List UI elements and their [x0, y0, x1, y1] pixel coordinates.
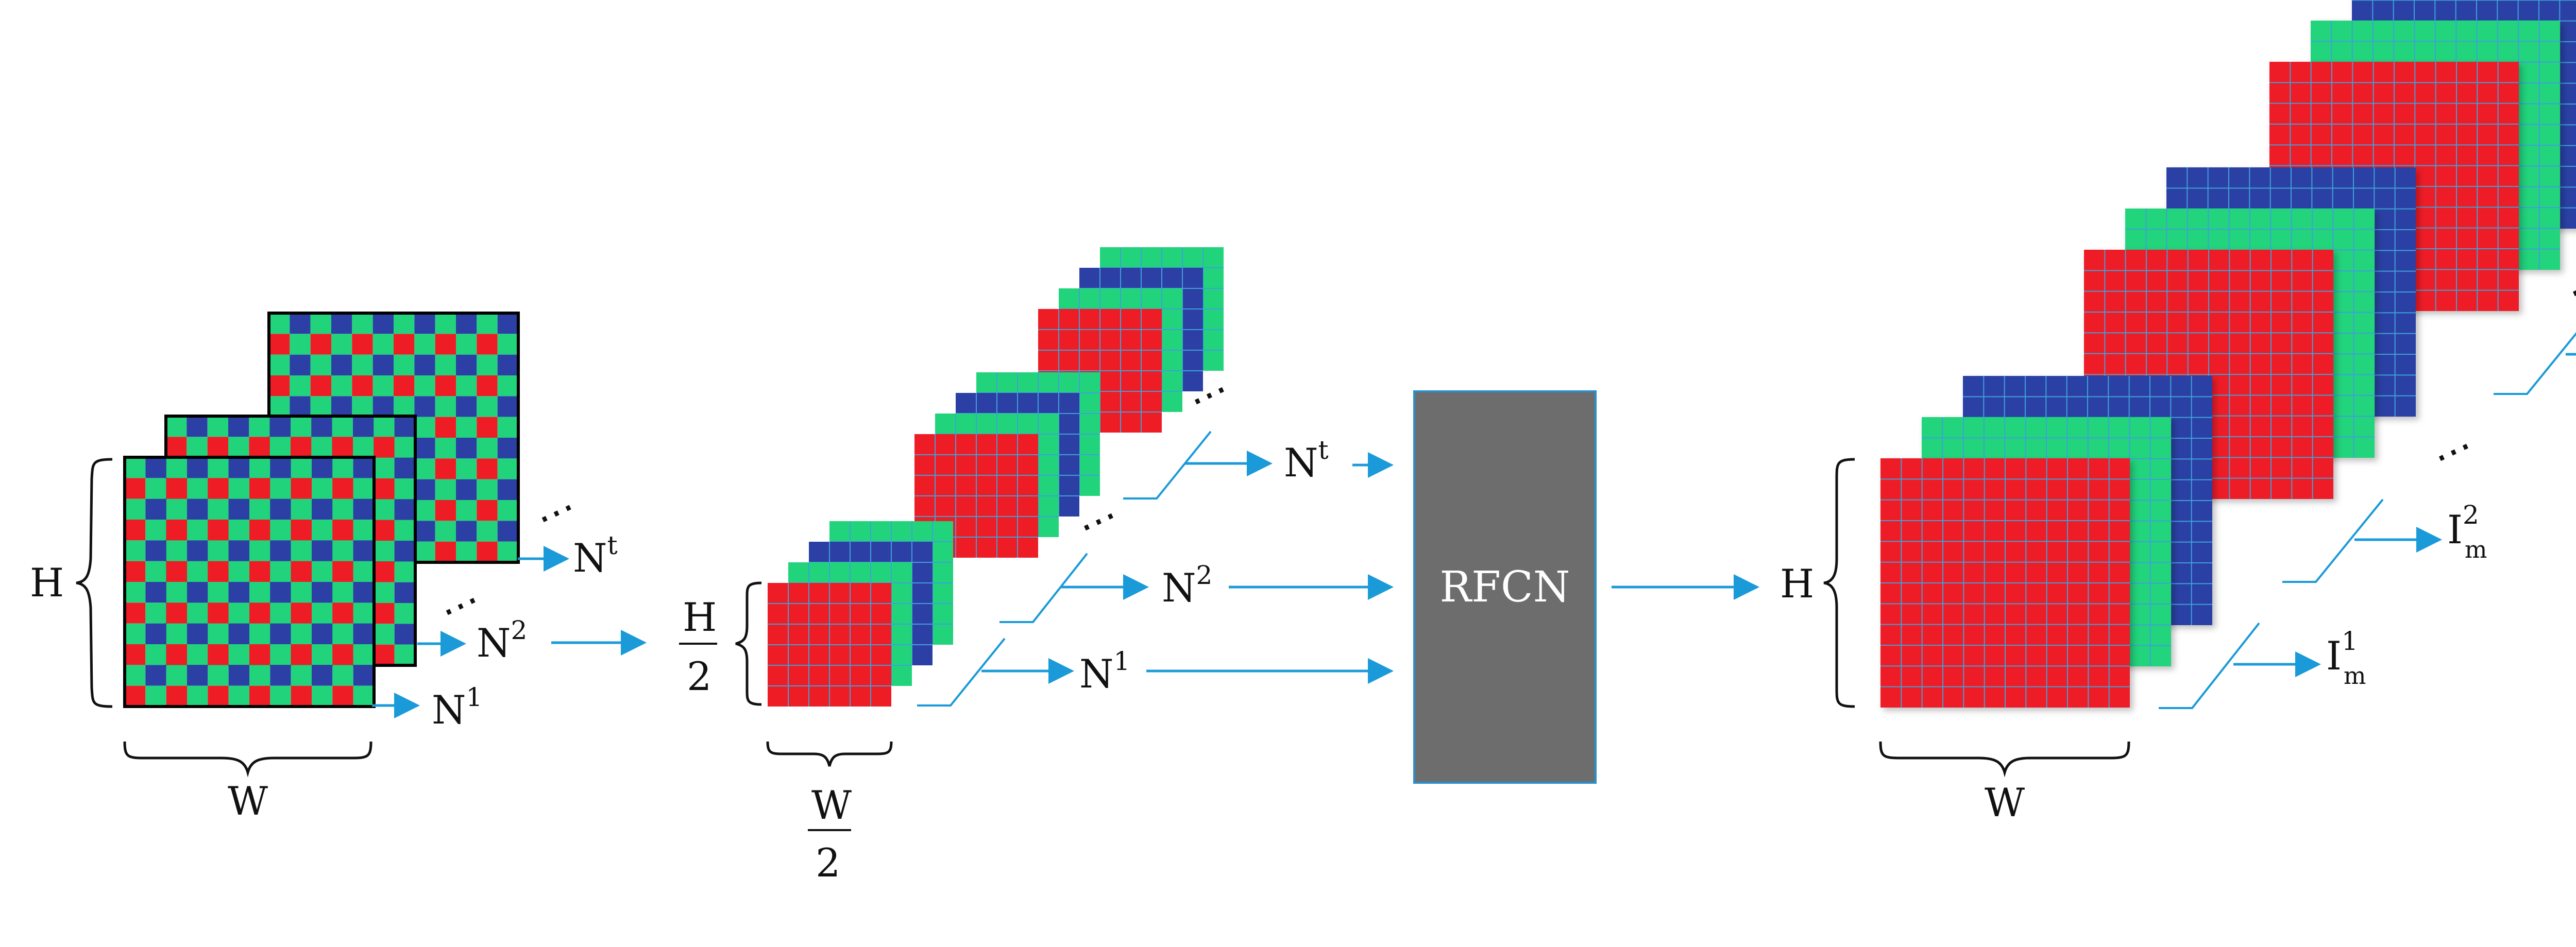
- width-label-stage3: W: [1985, 780, 2025, 825]
- frame-label-t: Nt: [573, 530, 618, 581]
- bayer-frame: [123, 456, 376, 708]
- width-label-stage1: W: [228, 778, 268, 824]
- pixel-grid: [768, 583, 891, 707]
- height-half-denominator: 2: [687, 653, 711, 699]
- width-brace-stage1: [123, 741, 372, 778]
- height-half-numerator: H: [683, 594, 717, 640]
- feed-line-2: [999, 553, 1088, 623]
- pixel-grid: [914, 434, 1038, 558]
- feed-line-1: [917, 638, 1006, 707]
- plane-label-1: N1: [1079, 646, 1130, 697]
- frame-label-2: N2: [477, 615, 527, 666]
- stage2-packed-planes: H 2 W 2 N1 N2 Nt ⋯ ⋯: [679, 247, 1394, 886]
- stage1-input-frames: H W N1 N2 Nt ⋯ ⋯: [30, 312, 647, 824]
- ellipsis-stage1-b: ⋯: [529, 483, 583, 541]
- rfcn-block: [1413, 390, 1597, 784]
- height-brace-stage3: [1823, 458, 1855, 708]
- ellipsis-stage3-b: ⋯: [2560, 257, 2576, 316]
- rfcn-label: RFCN: [1439, 563, 1570, 612]
- width-brace-stage2: [766, 741, 893, 767]
- width-brace-stage3: [1879, 741, 2130, 778]
- output-line-t: [2494, 332, 2576, 395]
- stage3-output-frames: H W I1m I2m Itm ⋯ ⋯: [1780, 0, 2576, 825]
- height-label-stage3: H: [1780, 561, 1814, 607]
- bayer-frame-stack: [123, 312, 520, 708]
- width-half-denominator: 2: [816, 840, 840, 886]
- output-line-2: [2282, 498, 2384, 583]
- height-label-stage1: H: [30, 560, 64, 606]
- rgb-frame-stack: [1880, 0, 2576, 708]
- height-brace-stage1: [76, 458, 113, 708]
- feed-line-t: [1123, 431, 1212, 500]
- plane-label-t: Nt: [1284, 435, 1329, 486]
- output-line-1: [2159, 622, 2260, 709]
- packed-plane-stack: [768, 247, 1224, 707]
- rfcn-network: RFCN: [1413, 390, 1759, 784]
- width-half-numerator: W: [811, 782, 852, 828]
- pixel-grid: [1880, 458, 2130, 708]
- plane-label-2: N2: [1162, 560, 1212, 611]
- ellipsis-stage3-a: ⋯: [2426, 422, 2480, 480]
- frame-label-1: N1: [432, 682, 482, 733]
- height-brace-stage2: [735, 581, 762, 706]
